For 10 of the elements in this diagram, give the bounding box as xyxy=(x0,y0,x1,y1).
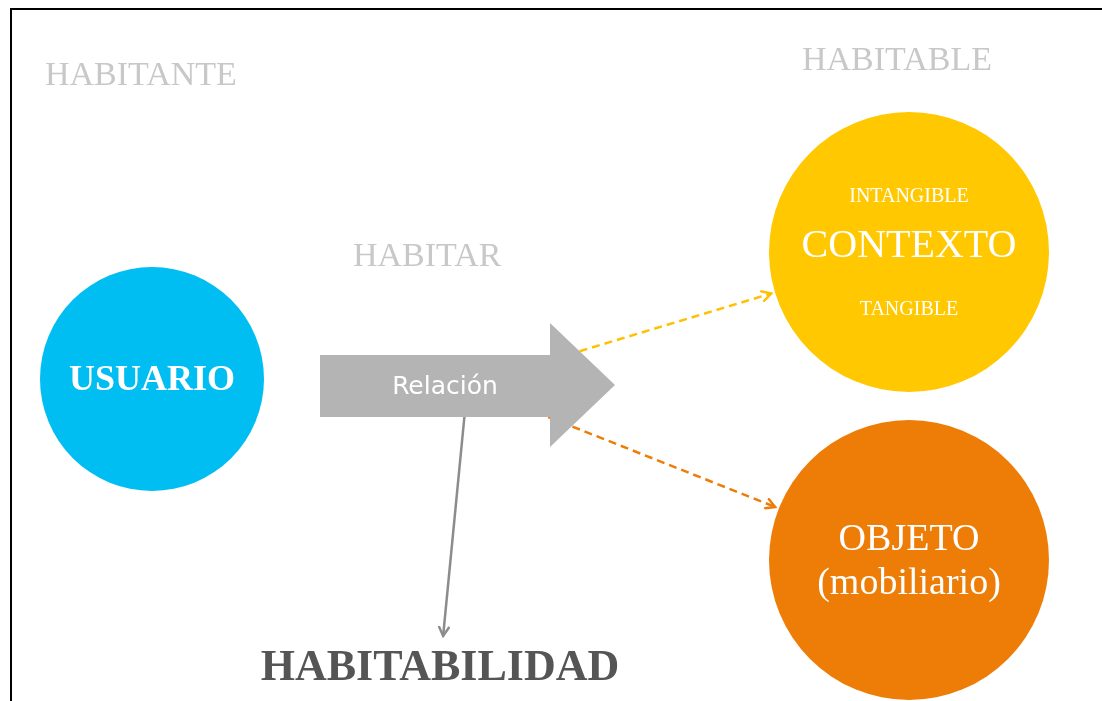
arrow xyxy=(547,415,777,510)
arrow xyxy=(437,416,466,638)
node-text: OBJETO (mobiliario) xyxy=(816,516,1002,604)
heading-text: HABITABILIDAD xyxy=(230,640,650,696)
node-text: USUARIO xyxy=(69,358,235,400)
arrow-label: Relación xyxy=(391,371,499,401)
arrow xyxy=(579,290,773,353)
node-text: TANGIBLE xyxy=(859,297,959,320)
node-text: CONTEXTO xyxy=(801,221,1017,267)
node-text: INTANGIBLE xyxy=(849,184,969,207)
